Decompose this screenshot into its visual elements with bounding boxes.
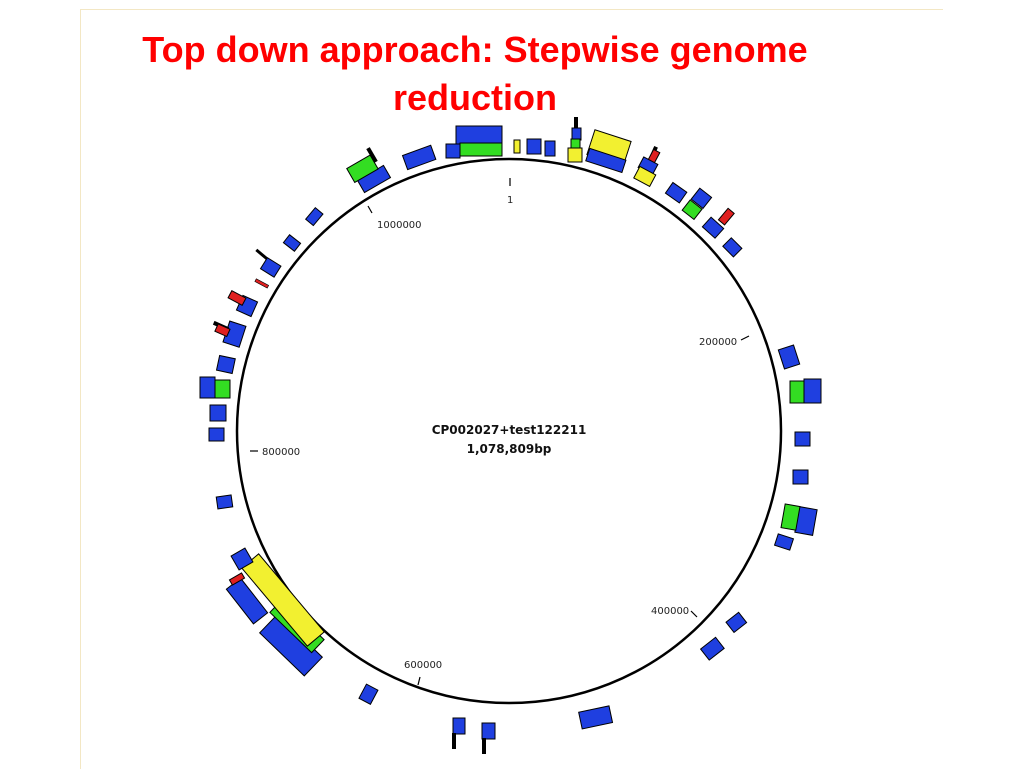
feature-blue-block	[725, 611, 748, 634]
feature-blue-block	[455, 125, 503, 146]
genome-backbone-circle	[235, 157, 783, 705]
slide-title: Top down approach: Stepwise genome reduc…	[100, 26, 850, 122]
tick-mark-1000000	[367, 205, 373, 214]
feature-blue-block	[259, 256, 282, 278]
feature-blue-block	[452, 717, 466, 735]
feature-green-block	[459, 142, 503, 157]
tick-label-1000000: 1000000	[377, 220, 422, 231]
feature-yellow-block	[513, 139, 521, 154]
feature-blue-block	[526, 138, 542, 155]
feature-blue-block	[208, 427, 225, 442]
feature-blue-block	[701, 216, 725, 239]
feature-blue-block	[199, 376, 216, 399]
feature-blue-block	[585, 147, 627, 174]
feature-blue-block	[445, 143, 461, 159]
feature-black-marker	[452, 733, 456, 749]
title-line-1: Top down approach: Stepwise genome	[142, 29, 808, 70]
feature-blue-block	[304, 206, 324, 227]
feature-blue-block	[699, 636, 725, 661]
feature-blue-block	[215, 494, 234, 510]
feature-blue-block	[792, 469, 809, 485]
feature-blue-block	[230, 547, 254, 571]
tick-mark-600000	[417, 676, 421, 686]
feature-red-marker	[214, 323, 231, 338]
feature-blue-block	[578, 705, 614, 730]
feature-blue-block	[358, 683, 379, 706]
title-line-2: reduction	[392, 77, 557, 118]
feature-green-block	[789, 380, 805, 404]
feature-blue-block	[722, 237, 743, 258]
genome-length: 1,078,809bp	[467, 442, 552, 456]
tick-label-400000: 400000	[651, 606, 689, 617]
feature-black-marker	[482, 738, 486, 754]
feature-black-marker	[366, 147, 378, 163]
feature-blue-block	[481, 722, 496, 740]
feature-yellow-block	[633, 165, 657, 188]
feature-blue-block	[794, 431, 811, 447]
slide-frame	[80, 9, 943, 769]
feature-blue-block	[571, 127, 582, 141]
tick-mark-200000	[740, 335, 750, 341]
tick-label-800000: 800000	[262, 447, 300, 458]
feature-red-marker	[228, 572, 246, 586]
feature-blue-block	[544, 140, 556, 157]
feature-blue-block	[664, 181, 688, 204]
feature-green-block	[681, 199, 703, 221]
tick-label-200000: 200000	[699, 337, 737, 348]
feature-black-marker	[255, 248, 269, 261]
feature-red-marker	[717, 207, 735, 226]
feature-green-block	[570, 138, 581, 149]
feature-blue-block	[773, 533, 795, 551]
feature-blue-block	[777, 344, 801, 370]
feature-blue-block	[803, 378, 822, 404]
tick-label-1: 1	[507, 195, 513, 206]
tick-mark-400000	[690, 610, 698, 618]
feature-yellow-block	[567, 147, 583, 163]
feature-red-marker	[227, 290, 247, 306]
feature-blue-block	[215, 354, 236, 375]
tick-label-600000: 600000	[404, 660, 442, 671]
feature-green-block	[780, 503, 801, 531]
feature-blue-block	[282, 234, 302, 252]
feature-blue-block	[401, 144, 437, 171]
genome-name: CP002027+test122211	[432, 423, 587, 437]
feature-green-block	[214, 379, 231, 399]
feature-blue-block	[209, 404, 227, 422]
feature-red-marker	[254, 278, 270, 289]
feature-blue-block	[690, 187, 713, 210]
